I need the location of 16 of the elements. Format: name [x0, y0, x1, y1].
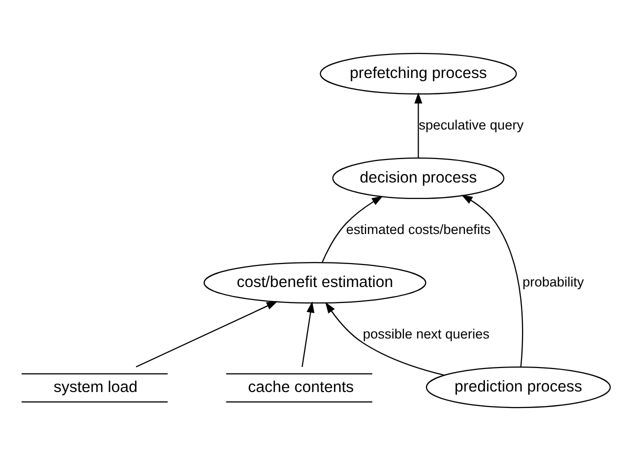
- node-ellipse: decision process: [332, 157, 504, 200]
- node-ellipse: prediction process: [426, 366, 611, 408]
- node-text: cache contents: [248, 378, 354, 396]
- arrow: [414, 92, 422, 158]
- arrow: [325, 302, 445, 376]
- edge-label: possible next queries: [362, 326, 490, 342]
- node-text: system load: [54, 378, 138, 396]
- arrow: [302, 301, 314, 367]
- edge-label: estimated costs/benefits: [346, 222, 491, 237]
- edge-label: probability: [522, 274, 584, 290]
- edge-label: speculative query: [418, 117, 524, 132]
- arrow: [136, 301, 278, 368]
- node-ellipse: cost/benefit estimation: [204, 262, 426, 304]
- arrow: [322, 196, 384, 262]
- node-ellipse: prefetching process: [320, 52, 517, 95]
- arrow: [461, 194, 524, 367]
